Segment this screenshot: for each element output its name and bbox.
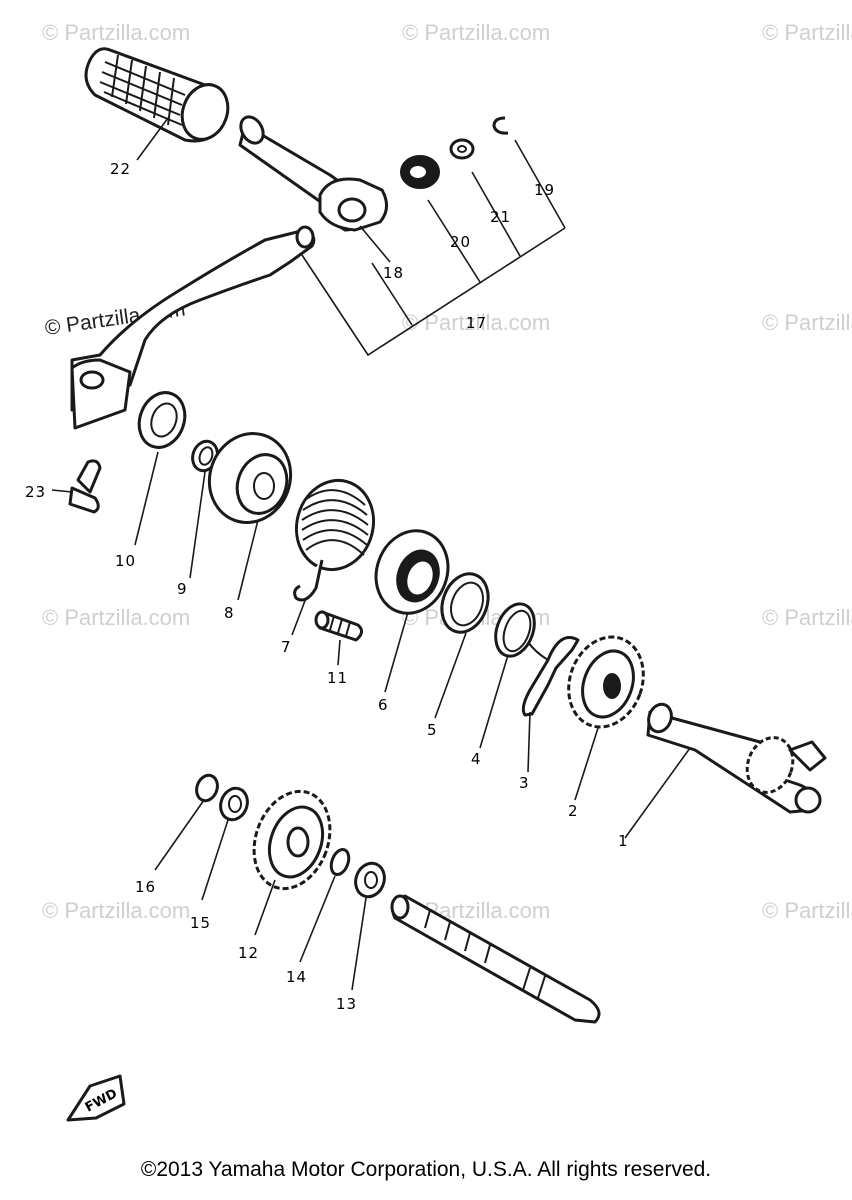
part-18-kick-crank-boss — [238, 115, 388, 232]
part-4-circlip — [494, 602, 536, 658]
watermarks: © Partzilla.com © Partzilla.com © Partzi… — [42, 20, 852, 923]
watermark: © Partzilla.com — [402, 310, 550, 335]
part-labels: 22 18 20 21 19 17 23 10 9 8 7 11 6 5 4 3… — [25, 160, 629, 1013]
fwd-arrow-icon: FWD — [66, 1074, 126, 1122]
part-19-circlip — [492, 116, 509, 135]
label-21: 21 — [490, 208, 511, 226]
label-2: 2 — [568, 802, 579, 820]
part-20-bearing — [400, 155, 440, 189]
label-12: 12 — [238, 944, 259, 962]
label-17: 17 — [466, 314, 487, 332]
label-16: 16 — [135, 878, 156, 896]
label-1: 1 — [618, 832, 629, 850]
watermark: © Partzilla.com — [762, 20, 852, 45]
part-10-oil-seal — [137, 391, 187, 449]
label-7: 7 — [281, 638, 292, 656]
copyright-notice: ©2013 Yamaha Motor Corporation, U.S.A. A… — [140, 1158, 712, 1181]
part-22-grip — [84, 47, 230, 143]
label-15: 15 — [190, 914, 211, 932]
label-23: 23 — [25, 483, 46, 501]
part-23-bolt — [68, 459, 102, 514]
part-12-idle-gear — [252, 789, 332, 891]
label-19: 19 — [534, 181, 555, 199]
watermark: © Partzilla.com — [42, 605, 190, 630]
part-2-kick-gear — [567, 635, 645, 729]
label-6: 6 — [378, 696, 389, 714]
part-16-circlip — [195, 773, 219, 803]
watermark: © Partzilla.com — [42, 898, 190, 923]
part-8-spring-cover — [207, 432, 293, 524]
watermark: © Partzilla.com — [762, 310, 852, 335]
label-11: 11 — [327, 669, 348, 687]
part-5-washer — [440, 572, 490, 634]
label-22: 22 — [110, 160, 131, 178]
part-21-washer — [449, 138, 475, 160]
label-14: 14 — [286, 968, 307, 986]
label-10: 10 — [115, 552, 136, 570]
part-7-torsion-spring — [293, 478, 376, 602]
part-6-spring-guide — [374, 529, 450, 615]
part-11-spring-peg — [314, 610, 363, 642]
label-9: 9 — [177, 580, 188, 598]
label-5: 5 — [427, 721, 438, 739]
label-4: 4 — [471, 750, 482, 768]
leader-lines — [51, 117, 691, 991]
label-3: 3 — [519, 774, 530, 792]
leader-bracket-17 — [301, 139, 566, 357]
part-15-washer — [219, 786, 249, 822]
part-13-washer — [354, 861, 386, 899]
watermark: © Partzilla.com — [762, 898, 852, 923]
label-8: 8 — [224, 604, 235, 622]
watermark: © Partzilla.com — [42, 20, 190, 45]
watermark: © Partzilla.com — [402, 20, 550, 45]
part-14-circlip — [329, 847, 351, 877]
label-13: 13 — [336, 995, 357, 1013]
part-17-kick-crank — [70, 225, 316, 430]
watermark: © Partzilla.com — [762, 605, 852, 630]
label-18: 18 — [383, 264, 404, 282]
main-axle-shaft — [390, 894, 601, 1024]
part-1-kick-axle — [646, 702, 827, 814]
label-20: 20 — [450, 233, 471, 251]
